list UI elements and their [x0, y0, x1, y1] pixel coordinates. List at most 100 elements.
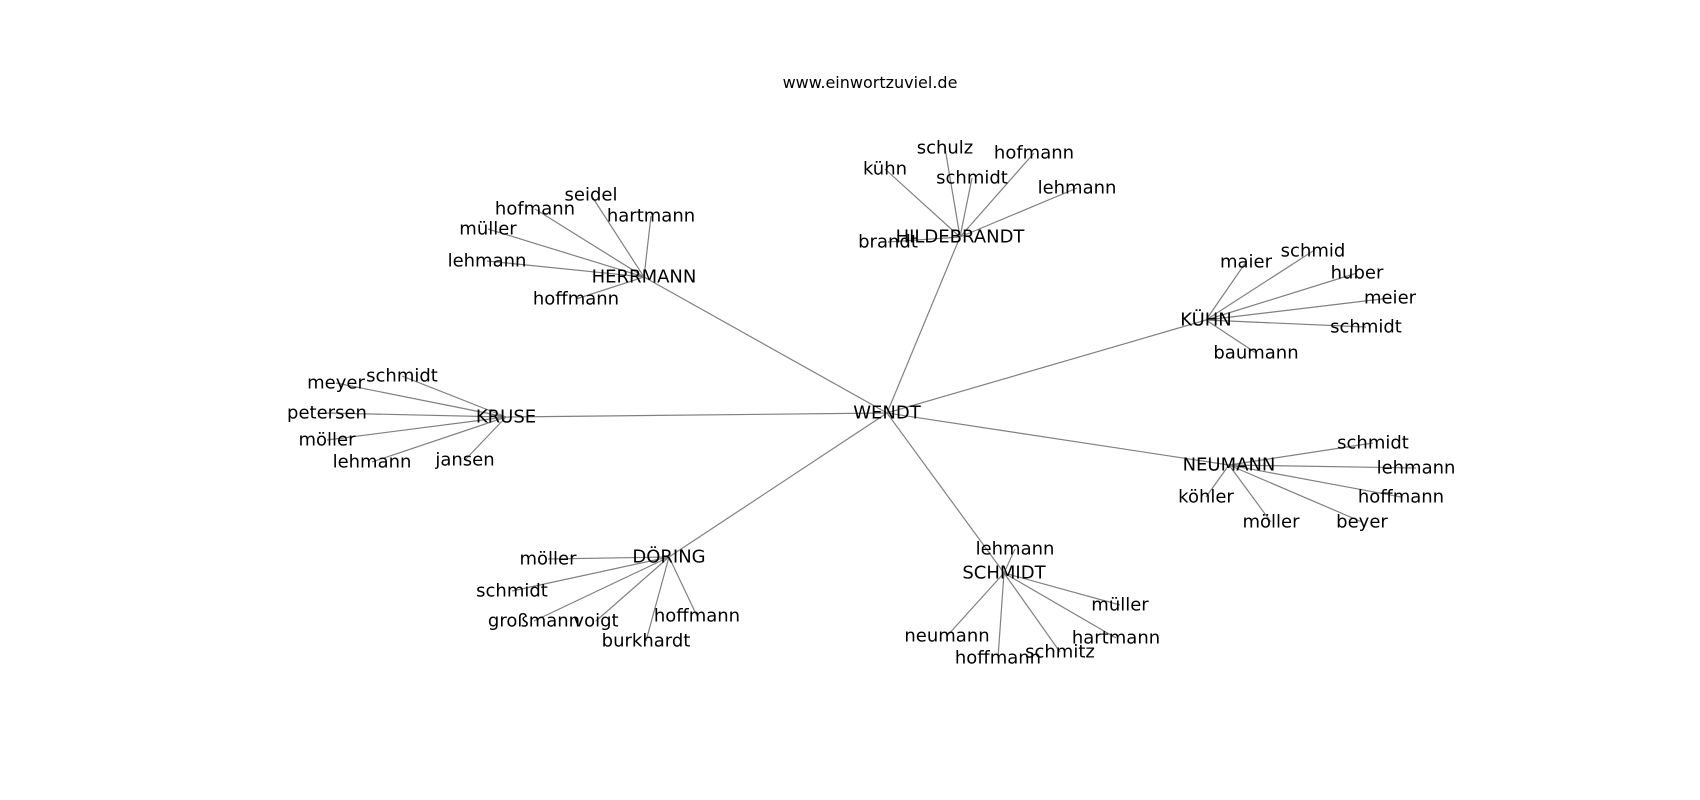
edge-neumann-hoffmann	[1228, 464, 1402, 498]
edge-kruse-schmidt	[401, 375, 507, 418]
edge-neumann-schmidt	[1228, 442, 1374, 466]
edge-center-hildebrandt	[886, 236, 961, 414]
edge-kruse-jansen	[464, 416, 507, 461]
edge-doering-voigt	[595, 556, 670, 622]
leaf-node-herrmann-hofmann: hofmann	[495, 199, 575, 220]
leaf-node-kruse-jansen: jansen	[434, 450, 494, 471]
edge-schmidt-hartmann	[1003, 572, 1117, 639]
edge-kruse-petersen	[326, 412, 507, 418]
edge-neumann-lehmann	[1228, 464, 1417, 469]
label-layer: WENDT HILDEBRANDT kühn schulz hofmann schmidt…	[287, 138, 1455, 669]
edge-center-kruse	[505, 412, 888, 418]
leaf-node-schmidt-hartmann: hartmann	[1072, 628, 1160, 649]
leaf-node-doering-voigt: voigt	[573, 611, 618, 632]
leaf-node-doering-grossmann: großmann	[488, 611, 580, 632]
edge-schmidt-hoffmann	[997, 572, 1005, 659]
edge-hildebrandt-hofmann	[959, 152, 1035, 238]
edge-hildebrandt-schulz	[944, 147, 961, 238]
edge-doering-schmidt	[511, 556, 670, 592]
edge-kuehn-schmid	[1205, 250, 1314, 321]
leaf-node-neumann-lehmann: lehmann	[1377, 458, 1456, 479]
leaf-node-kruse-lehmann: lehmann	[333, 452, 412, 473]
edge-kuehn-meier	[1205, 297, 1391, 321]
cluster-node-herrmann: HERRMANN	[592, 267, 697, 288]
leaf-node-herrmann-hoffmann: hoffmann	[533, 289, 619, 310]
edge-herrmann-mueller	[487, 228, 645, 278]
edge-hildebrandt-schmidt	[959, 177, 973, 238]
leaf-node-doering-schmidt: schmidt	[476, 581, 548, 602]
leaf-node-schmidt-mueller: müller	[1091, 595, 1149, 616]
leaf-node-herrmann-mueller: müller	[459, 219, 517, 240]
edge-schmidt-mueller	[1003, 572, 1121, 606]
edge-doering-burkhardt	[645, 556, 670, 642]
edge-kruse-meyer	[335, 382, 507, 418]
leaf-node-schmidt-lehmann: lehmann	[976, 539, 1055, 560]
cluster-node-hildebrandt: HILDEBRANDT	[896, 227, 1026, 248]
leaf-node-herrmann-lehmann: lehmann	[448, 251, 527, 272]
leaf-node-hildebrandt-schulz: schulz	[917, 138, 974, 159]
leaf-node-herrmann-hartmann: hartmann	[607, 206, 695, 227]
edge-neumann-beyer	[1228, 464, 1363, 523]
edge-kruse-moeller	[326, 416, 507, 441]
leaf-node-herrmann-seidel: seidel	[565, 185, 618, 206]
leaf-node-kuehn-schmid: schmid	[1281, 241, 1346, 262]
leaf-node-kuehn-huber: huber	[1331, 263, 1384, 284]
cluster-node-schmidt: SCHMIDT	[962, 563, 1046, 584]
leaf-node-kuehn-schmidt: schmidt	[1330, 317, 1402, 338]
leaf-node-neumann-koehler: köhler	[1178, 487, 1234, 508]
cluster-node-neumann: NEUMANN	[1183, 455, 1276, 476]
edge-doering-grossmann	[533, 556, 670, 622]
leaf-node-schmidt-schmitz: schmitz	[1025, 642, 1095, 663]
edge-herrmann-hoffmann	[575, 276, 645, 300]
cluster-node-kruse: KRUSE	[476, 407, 536, 428]
leaf-node-hildebrandt-hofmann: hofmann	[994, 143, 1074, 164]
edge-center-doering	[668, 412, 888, 558]
center-node-wendt: WENDT	[853, 403, 921, 424]
leaf-node-hildebrandt-kuehn: kühn	[863, 159, 907, 180]
edge-center-kuehn	[886, 319, 1207, 414]
edge-center-schmidt	[886, 412, 1005, 574]
leaf-node-kruse-moeller: möller	[298, 430, 356, 451]
leaf-node-kruse-meyer: meyer	[307, 373, 365, 394]
edge-schmidt-schmitz	[1003, 572, 1061, 653]
leaf-node-hildebrandt-schmidt: schmidt	[936, 168, 1008, 189]
source-label: www.einwortzuviel.de	[783, 73, 958, 92]
leaf-node-neumann-schmidt: schmidt	[1337, 433, 1409, 454]
leaf-node-kruse-petersen: petersen	[287, 403, 367, 424]
edge-layer	[326, 147, 1417, 659]
edge-herrmann-hofmann	[534, 208, 645, 278]
edge-neumann-koehler	[1205, 464, 1230, 498]
leaf-node-doering-hoffmann: hoffmann	[654, 606, 740, 627]
edge-schmidt-neumann	[946, 572, 1005, 637]
leaf-node-kuehn-baumann: baumann	[1213, 343, 1298, 364]
cluster-node-kuehn: KÜHN	[1180, 309, 1232, 331]
leaf-node-neumann-beyer: beyer	[1336, 512, 1388, 533]
leaf-node-neumann-moeller: möller	[1242, 512, 1300, 533]
edge-hildebrandt-lehmann	[959, 187, 1078, 238]
edge-herrmann-hartmann	[643, 215, 652, 278]
edge-kruse-lehmann	[371, 416, 507, 463]
edge-center-herrmann	[643, 276, 888, 414]
edge-schmidt-lehmann	[1003, 548, 1016, 574]
edge-hildebrandt-kuehn	[884, 168, 961, 238]
leaf-node-kuehn-meier: meier	[1364, 288, 1417, 309]
leaf-node-schmidt-neumann: neumann	[904, 626, 989, 647]
edge-kuehn-maier	[1205, 261, 1247, 321]
leaf-node-hildebrandt-brandt: brandt	[858, 232, 918, 253]
edge-center-neumann	[886, 412, 1230, 466]
edge-doering-moeller	[547, 556, 670, 560]
cluster-node-doering: DÖRING	[632, 546, 705, 568]
edge-kuehn-schmidt	[1205, 319, 1367, 328]
edge-kuehn-huber	[1205, 272, 1358, 321]
leaf-node-hildebrandt-lehmann: lehmann	[1038, 178, 1117, 199]
leaf-node-kuehn-maier: maier	[1220, 252, 1273, 273]
edge-herrmann-seidel	[590, 194, 645, 278]
edge-neumann-moeller	[1228, 464, 1272, 523]
leaf-node-schmidt-hoffmann: hoffmann	[955, 648, 1041, 669]
edge-doering-hoffmann	[668, 556, 698, 617]
edge-hildebrandt-brandt	[887, 236, 961, 243]
leaf-node-neumann-hoffmann: hoffmann	[1358, 487, 1444, 508]
edge-kuehn-baumann	[1205, 319, 1257, 354]
leaf-node-doering-burkhardt: burkhardt	[602, 631, 691, 652]
